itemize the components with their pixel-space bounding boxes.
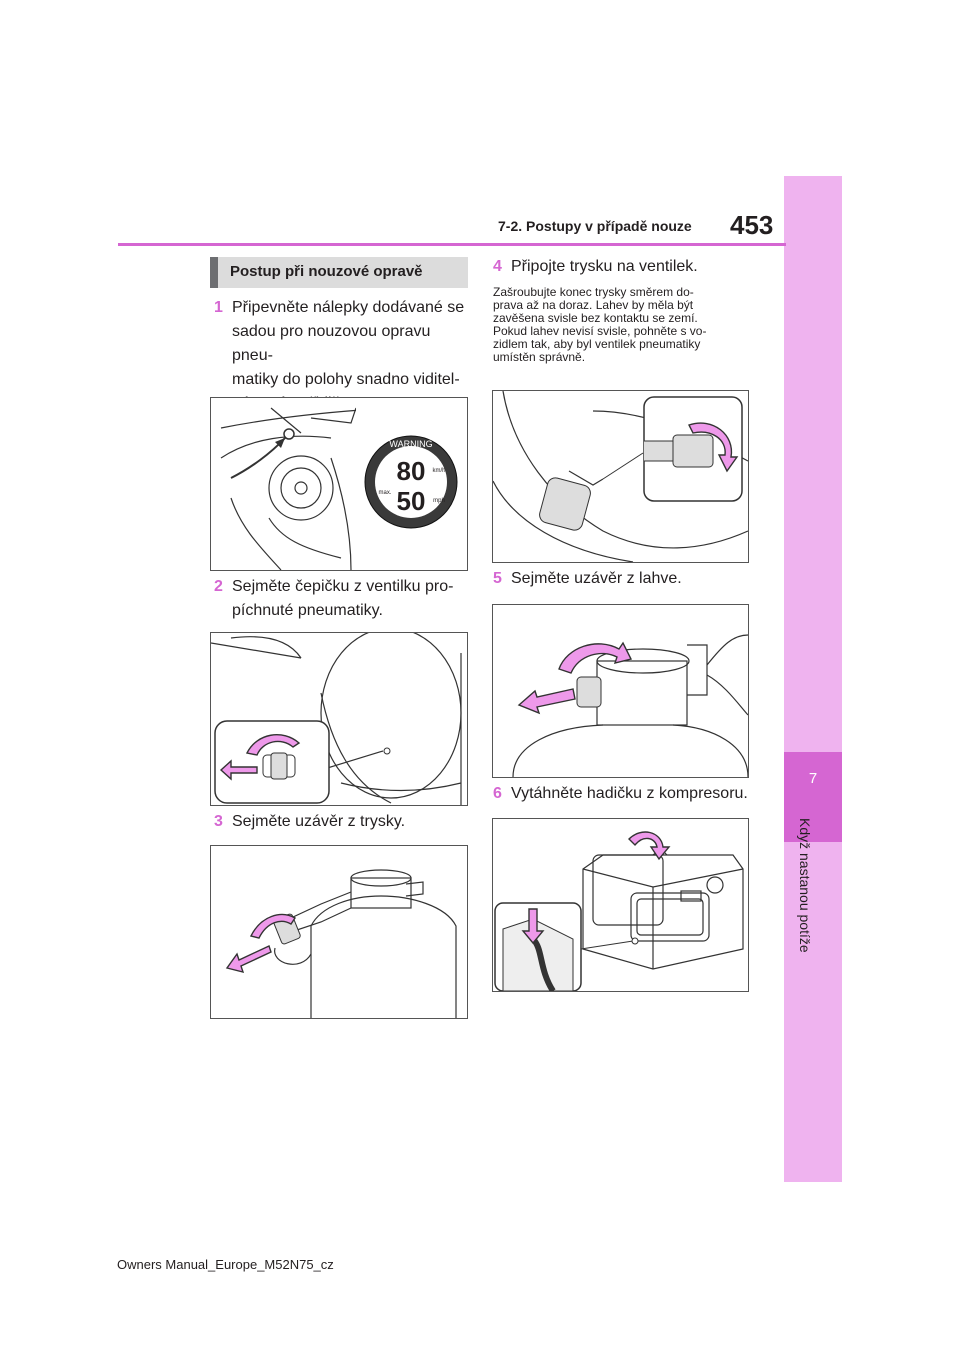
note-line: umístěn správně. — [493, 350, 586, 364]
sticker-kmh-unit: km/h — [432, 468, 445, 474]
figure-bottle-cap — [492, 604, 749, 778]
pull-arrow — [517, 688, 576, 715]
press-arrow — [521, 908, 545, 945]
footer-manual-id: Owners Manual_Europe_M52N75_cz — [117, 1257, 334, 1272]
step-text-line: sadou pro nouzovou opravu pneu- — [232, 323, 431, 364]
bottle-cap-illustration — [512, 634, 748, 777]
step-5: 5 Sejměte uzávěr z lahve. — [493, 567, 763, 591]
nozzle-attach-illustration — [493, 391, 748, 562]
note-line: Zašroubujte konec trysky směrem do- — [493, 285, 694, 299]
step-number: 5 — [493, 570, 502, 587]
note-line: Pokud lahev nevisí svisle, pohněte s vo- — [493, 324, 707, 338]
step-number: 3 — [214, 813, 223, 830]
note-line: zavěšena svisle bez kontaktu se zemí. — [493, 311, 698, 325]
bottle-nozzle-illustration — [225, 869, 457, 1018]
step-text-line: Sejměte uzávěr z trysky. — [232, 813, 406, 830]
rotate-arrow — [249, 913, 296, 939]
note-line: prava až na doraz. Lahev by měla být — [493, 298, 694, 312]
step-number: 1 — [214, 299, 223, 316]
figure-valve-cap — [210, 632, 468, 806]
tire-valve-illustration — [211, 633, 462, 805]
sticker-mph-value: 50 — [397, 486, 426, 516]
step-text-line: píchnuté pneumatiky. — [232, 602, 383, 619]
step-text-line: Sejměte čepičku z ventilku pro- — [232, 578, 454, 595]
note-line: zidlem tak, aby byl ventilek pneumatiky — [493, 337, 701, 351]
procedure-heading-text: Postup při nouzové opravě — [230, 263, 423, 280]
pointer-arrow — [230, 437, 286, 479]
step-number: 4 — [493, 258, 502, 275]
step-text-line: matiky do polohy snadno viditel- — [232, 371, 460, 388]
step-number: 2 — [214, 578, 223, 595]
procedure-heading: Postup při nouzové opravě — [210, 257, 468, 288]
sticker-warning-text: WARNING — [389, 439, 432, 449]
step-text-line: Sejměte uzávěr z lahve. — [511, 570, 682, 587]
sticker-location-marker — [283, 428, 295, 440]
compressor-illustration — [494, 831, 744, 991]
bottle-cap — [576, 676, 602, 708]
figure-attach-nozzle — [492, 390, 749, 563]
step-4: 4 Připojte trysku na ventilek. — [493, 255, 763, 279]
chapter-label: Když nastanou potíže — [797, 818, 813, 953]
pull-arrow — [225, 945, 272, 973]
figure-compressor-hose — [492, 818, 749, 992]
dashboard-illustration: WARNING 80 50 km/h mph max. — [220, 398, 467, 570]
sealant-bottle — [539, 477, 591, 531]
step-4-note: Zašroubujte konec trysky směrem do- prav… — [493, 286, 763, 364]
step-number: 6 — [493, 785, 502, 802]
rotate-arrow — [688, 422, 739, 473]
header-rule — [118, 243, 786, 246]
chapter-side-tab — [784, 176, 842, 1182]
pull-up-arrow — [628, 831, 671, 861]
step-2: 2 Sejměte čepičku z ventilku pro- píchnu… — [214, 575, 474, 623]
rotate-arrow — [245, 734, 301, 756]
sticker-max-label: max. — [378, 490, 391, 496]
step-text-line: Vytáhněte hadičku z kompresoru. — [511, 785, 748, 802]
sticker-kmh-value: 80 — [397, 456, 426, 486]
chapter-number: 7 — [808, 770, 818, 787]
sticker-mph-unit: mph — [433, 498, 445, 504]
figure-sticker-placement: WARNING 80 50 km/h mph max. — [210, 397, 468, 571]
figure-nozzle-cap — [210, 845, 468, 1019]
chapter-number-box: 7 — [784, 752, 842, 842]
step-text-line: Připojte trysku na ventilek. — [511, 258, 698, 275]
page-number: 453 — [730, 210, 774, 240]
step-text-line: Připevněte nálepky dodávané se — [232, 299, 465, 316]
step-6: 6 Vytáhněte hadičku z kompresoru. — [493, 782, 763, 806]
step-3: 3 Sejměte uzávěr z trysky. — [214, 810, 474, 834]
rotate-arrow — [558, 641, 633, 674]
pull-arrow — [219, 759, 258, 781]
section-title: 7-2. Postupy v případě nouze — [498, 218, 692, 234]
